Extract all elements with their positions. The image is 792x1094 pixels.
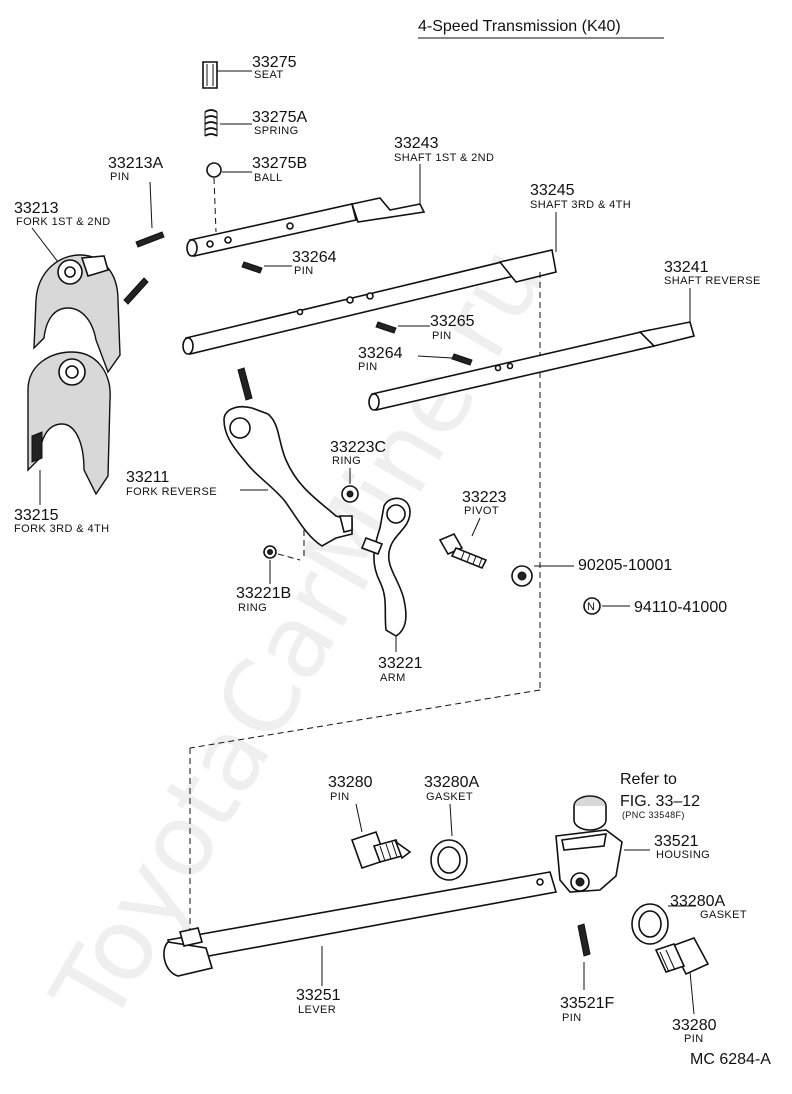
pivot-part bbox=[438, 532, 488, 570]
part-name-pin-a: PIN bbox=[294, 265, 314, 277]
fork-3rd-4th-part bbox=[27, 351, 111, 496]
part-name-pin-plug-right: PIN bbox=[684, 1033, 704, 1045]
part-number-fork-1st-2nd: 33213 bbox=[14, 200, 59, 217]
pin-plug-left-part bbox=[350, 830, 412, 870]
part-name-ring-c: RING bbox=[332, 455, 361, 467]
ring-c-hole bbox=[346, 490, 354, 498]
shaft-3rd-4th-part bbox=[182, 249, 557, 355]
nut-part bbox=[511, 565, 533, 587]
part-name-fork-reverse: FORK REVERSE bbox=[126, 486, 217, 498]
part-number-pin-fork: 33213A bbox=[108, 155, 163, 172]
seat-part bbox=[202, 61, 218, 89]
cap-part bbox=[573, 795, 607, 831]
part-name-gasket-right: GASKET bbox=[700, 909, 747, 921]
part-name-shaft-reverse: SHAFT REVERSE bbox=[664, 275, 761, 287]
pin-part-2 bbox=[123, 277, 149, 305]
fork-1st-2nd-part bbox=[33, 254, 121, 374]
part-name-pivot: PIVOT bbox=[464, 505, 499, 517]
n-symbol-circle bbox=[583, 597, 601, 615]
part-number-arm: 33221 bbox=[378, 655, 423, 672]
refer-to-line2: FIG. 33‒12 bbox=[620, 793, 700, 810]
part-number-ball: 33275B bbox=[252, 155, 307, 172]
n-symbol: N bbox=[587, 601, 595, 613]
pin-part bbox=[135, 231, 165, 248]
part-number-ring-c: 33223C bbox=[330, 439, 386, 456]
part-number-shaft-1st-2nd: 33243 bbox=[394, 135, 439, 152]
arm-part bbox=[360, 497, 411, 637]
part-number-housing: 33521 bbox=[654, 833, 699, 850]
part-number-pin-b: 33265 bbox=[430, 313, 475, 330]
part-name-pin-housing: PIN bbox=[562, 1012, 582, 1024]
lever-part bbox=[163, 871, 558, 977]
part-name-fork-3rd-4th: FORK 3RD & 4TH bbox=[14, 523, 109, 535]
part-name-arm: ARM bbox=[380, 672, 406, 684]
gasket-right-part bbox=[631, 903, 669, 945]
pin-part-3 bbox=[241, 261, 263, 274]
part-number-spring: 33275A bbox=[252, 109, 307, 126]
part-name-pin-plug-left: PIN bbox=[330, 791, 350, 803]
part-number-fork-reverse: 33211 bbox=[126, 469, 169, 486]
pin-part-5 bbox=[451, 353, 473, 366]
part-number-seat: 33275 bbox=[252, 54, 297, 71]
ball-part bbox=[206, 162, 222, 178]
part-name-pin-c: PIN bbox=[358, 361, 378, 373]
part-number-lever: 33251 bbox=[296, 987, 341, 1004]
part-name-seat: SEAT bbox=[254, 69, 284, 81]
part-name-shaft-3rd-4th: SHAFT 3RD & 4TH bbox=[530, 199, 631, 211]
part-number-shaft-reverse: 33241 bbox=[664, 259, 709, 276]
part-name-ring-b: RING bbox=[238, 602, 267, 614]
pin-part-6 bbox=[237, 367, 253, 401]
shaft-reverse-part bbox=[368, 321, 695, 411]
part-number-fork-3rd-4th: 33215 bbox=[14, 507, 59, 524]
pin-part-7 bbox=[577, 923, 591, 957]
figure-code: MC 6284-A bbox=[690, 1051, 771, 1068]
part-name-pin-fork: PIN bbox=[110, 171, 130, 183]
part-number-pin-plug-right: 33280 bbox=[672, 1017, 717, 1034]
ring-b-hole bbox=[267, 549, 273, 555]
part-number-pin-a: 33264 bbox=[292, 249, 337, 266]
refer-to-line3: (PNC 33548F) bbox=[622, 810, 685, 820]
pin-part-4 bbox=[375, 321, 397, 334]
part-number-gasket-right: 33280A bbox=[670, 893, 725, 910]
pin-plug-right-part bbox=[654, 937, 710, 976]
fork-reverse-part bbox=[223, 405, 353, 547]
part-number-pin-housing: 33521F bbox=[560, 995, 614, 1012]
part-number-pin-plug-left: 33280 bbox=[328, 774, 373, 791]
part-name-fork-1st-2nd: FORK 1ST & 2ND bbox=[16, 216, 111, 228]
part-name-lever: LEVER bbox=[298, 1004, 336, 1016]
part-name-ball: BALL bbox=[254, 172, 283, 184]
part-name-housing: HOUSING bbox=[656, 849, 710, 861]
housing-part bbox=[555, 829, 623, 893]
diagram-title: 4-Speed Transmission (K40) bbox=[418, 18, 621, 35]
part-number-gasket-left: 33280A bbox=[424, 774, 479, 791]
part-number-nut: 90205-10001 bbox=[578, 557, 672, 574]
part-name-spring: SPRING bbox=[254, 125, 299, 137]
part-number-94110: 94110-41000 bbox=[634, 599, 727, 616]
part-number-pin-c: 33264 bbox=[358, 345, 403, 362]
part-number-pivot: 33223 bbox=[462, 489, 507, 506]
part-name-pin-b: PIN bbox=[432, 330, 452, 342]
part-number-shaft-3rd-4th: 33245 bbox=[530, 182, 575, 199]
spring-part bbox=[204, 109, 218, 137]
shaft-1st-2nd-part bbox=[186, 197, 426, 257]
gasket-left-part bbox=[430, 839, 468, 881]
part-number-ring-b: 33221B bbox=[236, 585, 291, 602]
part-name-shaft-1st-2nd: SHAFT 1ST & 2ND bbox=[394, 152, 494, 164]
part-name-gasket-left: GASKET bbox=[426, 791, 473, 803]
refer-to-line1: Refer to bbox=[620, 771, 677, 788]
